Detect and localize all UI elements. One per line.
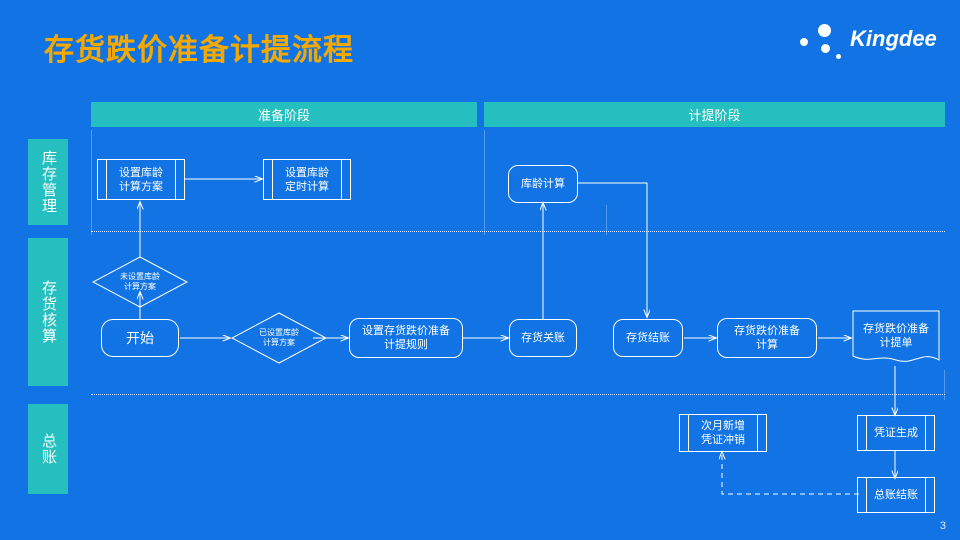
node-label: 总账结账 <box>874 489 918 501</box>
stage-header-prep: 准备阶段 <box>91 102 477 127</box>
node-label: 库龄计算 <box>521 178 565 190</box>
diamond-shape <box>92 256 188 308</box>
node-label: 设置库龄 计算方案 <box>119 166 163 193</box>
logo-dot-icon <box>818 24 831 37</box>
document-shape <box>852 310 940 362</box>
logo-dot-icon <box>821 44 830 53</box>
node-label: 次月新增 凭证冲销 <box>701 420 745 446</box>
diamond-shape <box>231 312 327 364</box>
stage-header-provision: 计提阶段 <box>484 102 945 127</box>
kingdee-logo: Kingdee <box>788 22 938 62</box>
node-label: 设置存货跌价准备 计提规则 <box>362 325 450 351</box>
node-label: 设置库龄 定时计算 <box>285 166 329 193</box>
node-set-age-scheme[interactable]: 设置库龄 计算方案 <box>97 159 185 200</box>
node-gl-settle[interactable]: 总账结账 <box>857 477 935 513</box>
node-next-month-reversal[interactable]: 次月新增 凭证冲销 <box>679 414 767 452</box>
node-decision-not-set[interactable]: 未设置库龄 计算方案 <box>92 256 188 308</box>
node-set-age-schedule[interactable]: 设置库龄 定时计算 <box>263 159 351 200</box>
node-label: 未设置库龄 计算方案 <box>120 272 160 291</box>
lane-guide <box>91 130 92 235</box>
lane-divider <box>91 231 945 232</box>
lane-guide <box>944 370 945 400</box>
lane-guide <box>484 130 485 235</box>
logo-dot-icon <box>800 38 808 46</box>
node-voucher-generate[interactable]: 凭证生成 <box>857 415 935 451</box>
node-label: 凭证生成 <box>874 427 918 439</box>
node-label: 已设置库龄 计算方案 <box>259 328 299 347</box>
page-title: 存货跌价准备计提流程 <box>44 34 354 67</box>
lane-label-inventory-mgmt: 库存管理 <box>28 139 68 225</box>
node-decision-already-set[interactable]: 已设置库龄 计算方案 <box>231 312 327 364</box>
lane-divider <box>91 394 945 395</box>
edge-glsettle-to-reversal <box>722 452 859 495</box>
edge-agecalc-to-settle <box>578 182 647 317</box>
logo-dot-icon <box>836 54 841 59</box>
lane-label-inventory-acct: 存货核算 <box>28 238 68 386</box>
node-start[interactable]: 开始 <box>101 319 179 357</box>
node-age-calc[interactable]: 库龄计算 <box>508 165 578 203</box>
lane-label-general-ledger: 总账 <box>28 404 68 494</box>
node-inventory-settle[interactable]: 存货结账 <box>613 319 683 357</box>
node-label: 存货关账 <box>521 332 565 344</box>
node-label: 存货跌价准备 计提单 <box>863 323 929 349</box>
logo-wordmark: Kingdee <box>850 26 937 51</box>
page-number: 3 <box>939 520 946 532</box>
node-provision-calc[interactable]: 存货跌价准备 计算 <box>717 318 817 358</box>
node-provision-doc[interactable]: 存货跌价准备 计提单 <box>852 310 940 368</box>
node-label: 存货结账 <box>626 332 670 344</box>
node-label: 存货跌价准备 计算 <box>734 325 800 351</box>
node-set-provision-rule[interactable]: 设置存货跌价准备 计提规则 <box>349 318 463 358</box>
node-inventory-close[interactable]: 存货关账 <box>509 319 577 357</box>
lane-guide <box>606 205 607 235</box>
node-label: 开始 <box>126 330 154 346</box>
